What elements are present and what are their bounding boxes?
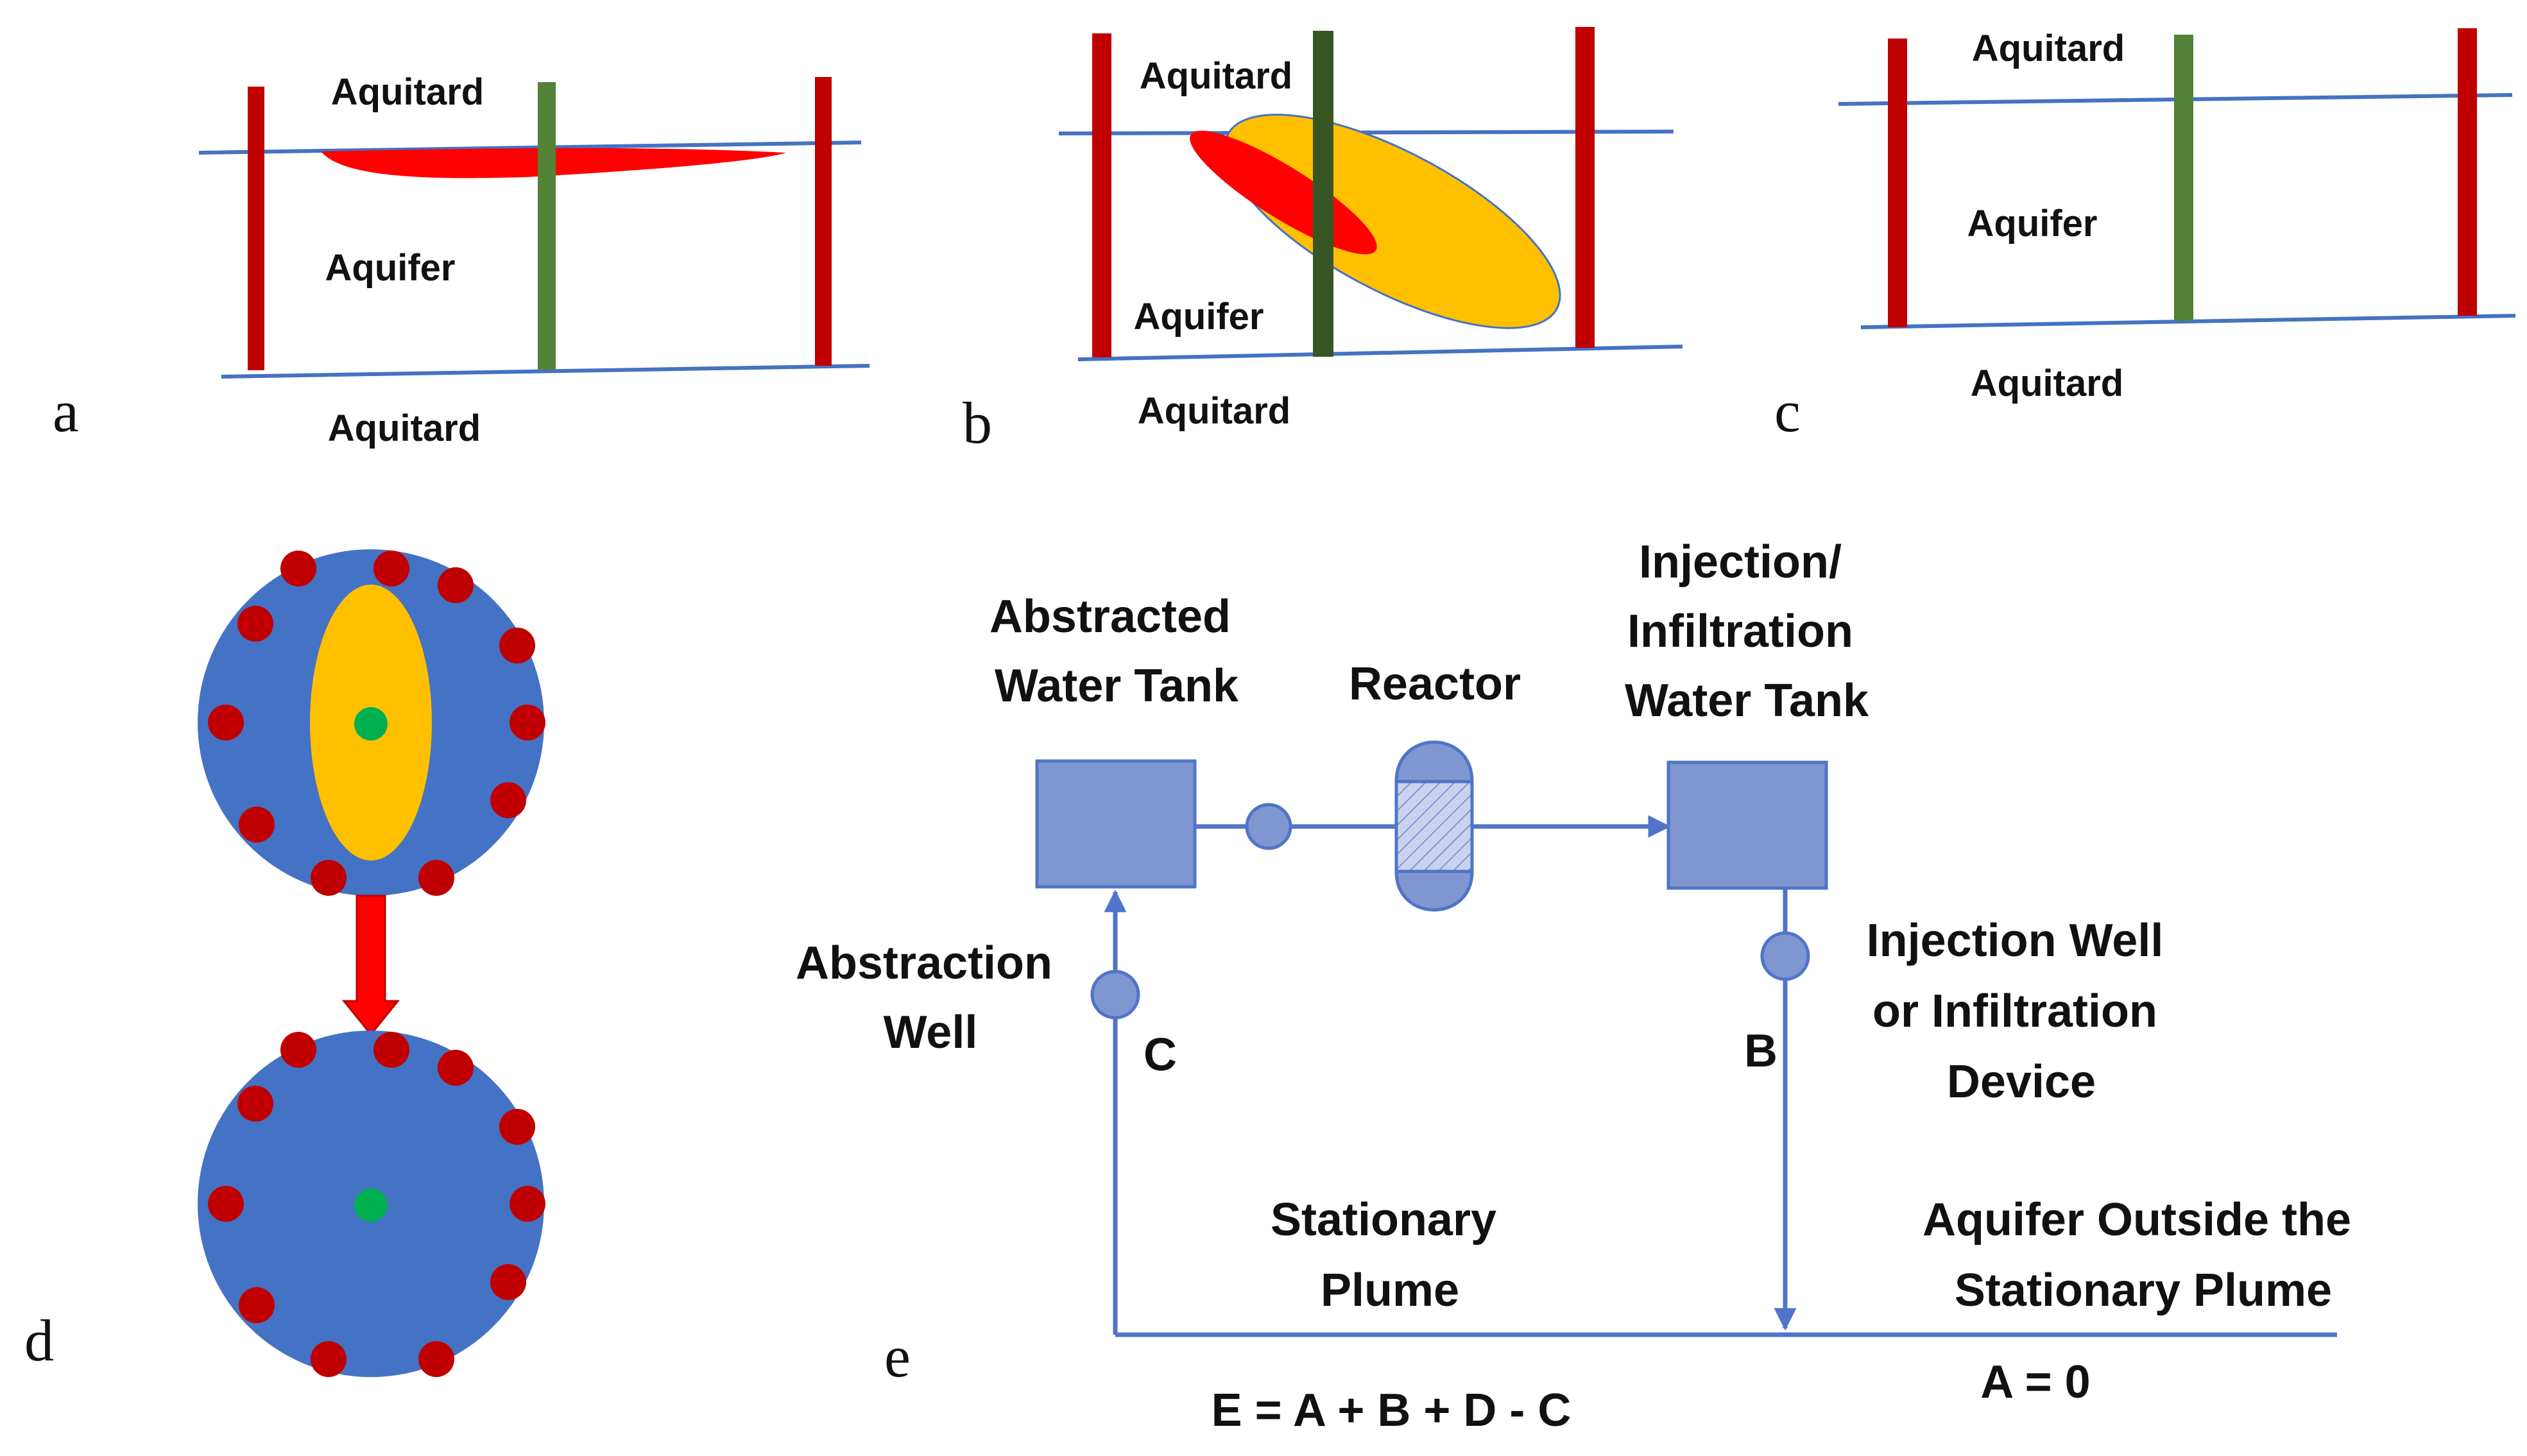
- reactor-media-icon: [1394, 780, 1474, 873]
- extraction-well-center: [354, 707, 388, 741]
- pump-icon: [1245, 803, 1292, 850]
- reactor-label: Reactor: [1349, 658, 1521, 710]
- panel-d: d: [24, 549, 545, 1377]
- reactor-vessel: [1394, 741, 1474, 912]
- monitoring-well-left: [1092, 33, 1111, 357]
- panel-letter: b: [963, 390, 992, 456]
- extraction-well: [2174, 35, 2193, 321]
- monitoring-well-left: [248, 87, 264, 370]
- point-c-label: C: [1144, 1029, 1177, 1081]
- mass-balance-equation: E = A + B + D - C: [1212, 1385, 1572, 1436]
- panel-letter: e: [884, 1324, 911, 1389]
- aquitard-label-top: Aquitard: [331, 71, 484, 113]
- point-b-label: B: [1744, 1025, 1777, 1077]
- monitoring-well-right: [1575, 27, 1595, 348]
- aquitard-boundary-bottom: [1860, 314, 2516, 329]
- aquitard-boundary-bottom: [221, 364, 870, 379]
- aquitard-boundary-top: [198, 141, 862, 155]
- stationary-plume-label: Stationary Plume: [1271, 1194, 1509, 1316]
- aquitard-boundary-bottom: [1077, 345, 1683, 361]
- panel-b: Aquitard Aquifer Aquitard b: [963, 27, 1683, 456]
- panel-letter: a: [53, 379, 79, 444]
- panel-letter: d: [24, 1308, 54, 1373]
- aquitard-boundary-top: [1058, 130, 1674, 135]
- injection-well-label: Injection Well or Infiltration Device: [1867, 915, 2177, 1108]
- injection-tank-label: Injection/ Infiltration Water Tank: [1625, 536, 1869, 726]
- aquitard-label-bottom: Aquitard: [1971, 363, 2123, 404]
- extraction-well: [538, 82, 556, 370]
- monitoring-wells-ring-after: [208, 1032, 545, 1377]
- monitoring-well-right: [2458, 28, 2477, 316]
- abstracted-tank-label: Abstracted Water Tank: [989, 591, 1244, 712]
- abstracted-water-tank: [1035, 759, 1197, 889]
- abstraction-well-label: Abstraction Well: [796, 938, 1065, 1058]
- a-equals-zero: A = 0: [1980, 1357, 2090, 1408]
- panel-letter: c: [1774, 379, 1801, 444]
- aquitard-label-bottom: Aquitard: [328, 407, 481, 449]
- aquitard-label-top: Aquitard: [1972, 28, 2125, 69]
- transition-arrow: [341, 895, 400, 1036]
- extraction-well-center: [354, 1188, 388, 1222]
- monitoring-well-right: [815, 77, 832, 366]
- aquitard-label-bottom: Aquitard: [1138, 390, 1290, 432]
- aquifer-label: Aquifer: [1134, 296, 1264, 338]
- monitoring-wells-ring-before: [208, 551, 545, 896]
- outside-plume-label: Aquifer Outside the Stationary Plume: [1923, 1194, 2364, 1316]
- flow-circuit: [1104, 815, 2337, 1337]
- dissolved-plume: [1224, 114, 1561, 329]
- injection-water-tank: [1666, 760, 1828, 890]
- aquifer-label: Aquifer: [1967, 203, 2098, 244]
- extraction-well: [1313, 31, 1333, 357]
- aquifer-label: Aquifer: [325, 247, 456, 289]
- panel-a: Aquitard Aquifer Aquitard a: [53, 71, 870, 449]
- monitoring-well-left: [1888, 39, 1907, 327]
- panel-e: Abstracted Water Tank Reactor Injection/…: [796, 536, 2364, 1436]
- abstraction-well-icon: [1090, 970, 1140, 1020]
- panel-c: Aquitard Aquifer Aquitard c: [1774, 28, 2516, 444]
- aquitard-label-top: Aquitard: [1140, 55, 1292, 97]
- injection-well-icon: [1760, 931, 1810, 981]
